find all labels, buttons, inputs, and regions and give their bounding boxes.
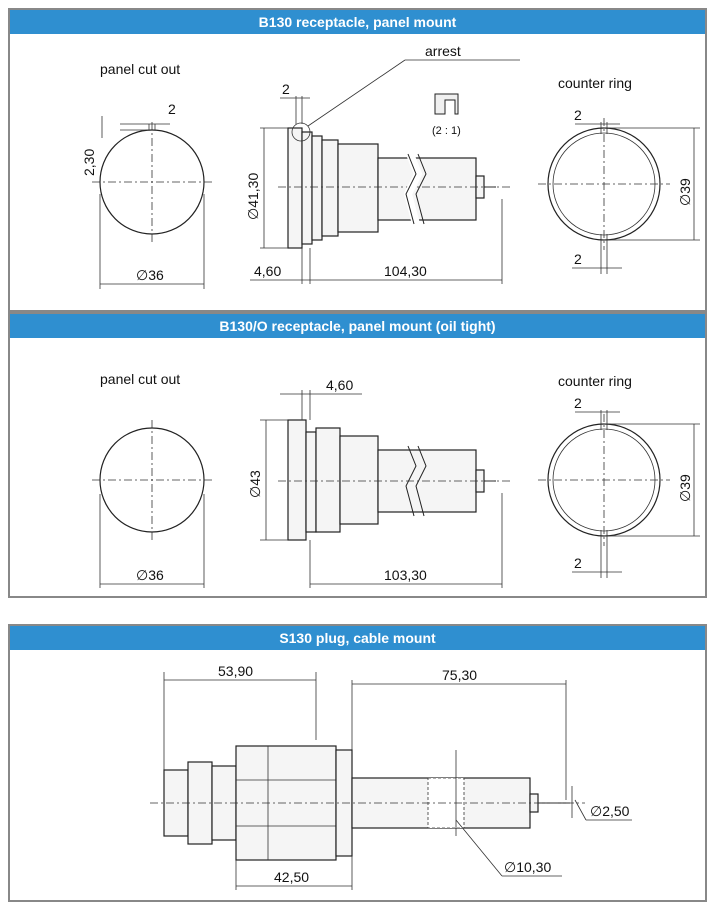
dim-length: 104,30 xyxy=(384,263,427,279)
label-scale: (2 : 1) xyxy=(432,125,461,137)
dim-flange: 4,60 xyxy=(254,263,281,279)
dim-flange-2: 4,60 xyxy=(326,377,353,393)
drawing-b130: panel cut out 2 2,30 ∅36 arr xyxy=(81,43,700,289)
dim-body-dia-2: ∅43 xyxy=(247,470,263,498)
dim-length-2: 103,30 xyxy=(384,567,427,583)
dim-cut-height: 2,30 xyxy=(81,149,97,176)
dim-ring-top-2: 2 xyxy=(574,395,582,411)
label-counter-ring-2: counter ring xyxy=(558,373,632,389)
section-s130: S130 plug, cable mount 53,90 75,30 ∅2,50 xyxy=(8,624,707,902)
label-panel-cut-out-2: panel cut out xyxy=(100,371,180,387)
section-header-b130o: B130/O receptacle, panel mount (oil tigh… xyxy=(10,314,705,338)
dim-ring-dia-2: ∅39 xyxy=(677,474,693,502)
drawing-s130: 53,90 75,30 ∅2,50 ∅10,30 42, xyxy=(150,663,632,890)
dim-ring-bottom-2: 2 xyxy=(574,555,582,571)
label-panel-cut-out: panel cut out xyxy=(100,61,180,77)
receptacle-body xyxy=(337,143,379,233)
dim-cut-dia: ∅36 xyxy=(136,267,164,283)
dim-ring-bottom: 2 xyxy=(574,251,582,267)
dim-cut-width: 2 xyxy=(168,101,176,117)
dim-cut-dia-2: ∅36 xyxy=(136,567,164,583)
dim-ring-top: 2 xyxy=(574,107,582,123)
dim-pin-dia: ∅2,50 xyxy=(590,803,630,819)
dim-body-dia: ∅41,30 xyxy=(245,173,261,220)
dim-arrest-width: 2 xyxy=(282,81,290,97)
label-counter-ring: counter ring xyxy=(558,75,632,91)
section-header-s130: S130 plug, cable mount xyxy=(10,626,705,650)
arrest-circle xyxy=(291,122,311,142)
dim-body-len: 42,50 xyxy=(274,869,309,885)
dim-ring-dia: ∅39 xyxy=(677,178,693,206)
section-b130o: B130/O receptacle, panel mount (oil tigh… xyxy=(8,312,707,598)
label-arrest: arrest xyxy=(425,43,461,59)
flange xyxy=(287,127,303,249)
section-b130: B130 receptacle, panel mount panel cut o… xyxy=(8,8,707,312)
dim-right-len: 75,30 xyxy=(442,667,477,683)
section-header-b130: B130 receptacle, panel mount xyxy=(10,10,705,34)
dim-shaft-dia: ∅10,30 xyxy=(504,859,551,875)
receptacle-shaft xyxy=(377,157,477,221)
dim-left-len: 53,90 xyxy=(218,663,253,679)
drawing-b130o: panel cut out ∅36 4,60 ∅43 103,30 xyxy=(92,371,700,588)
